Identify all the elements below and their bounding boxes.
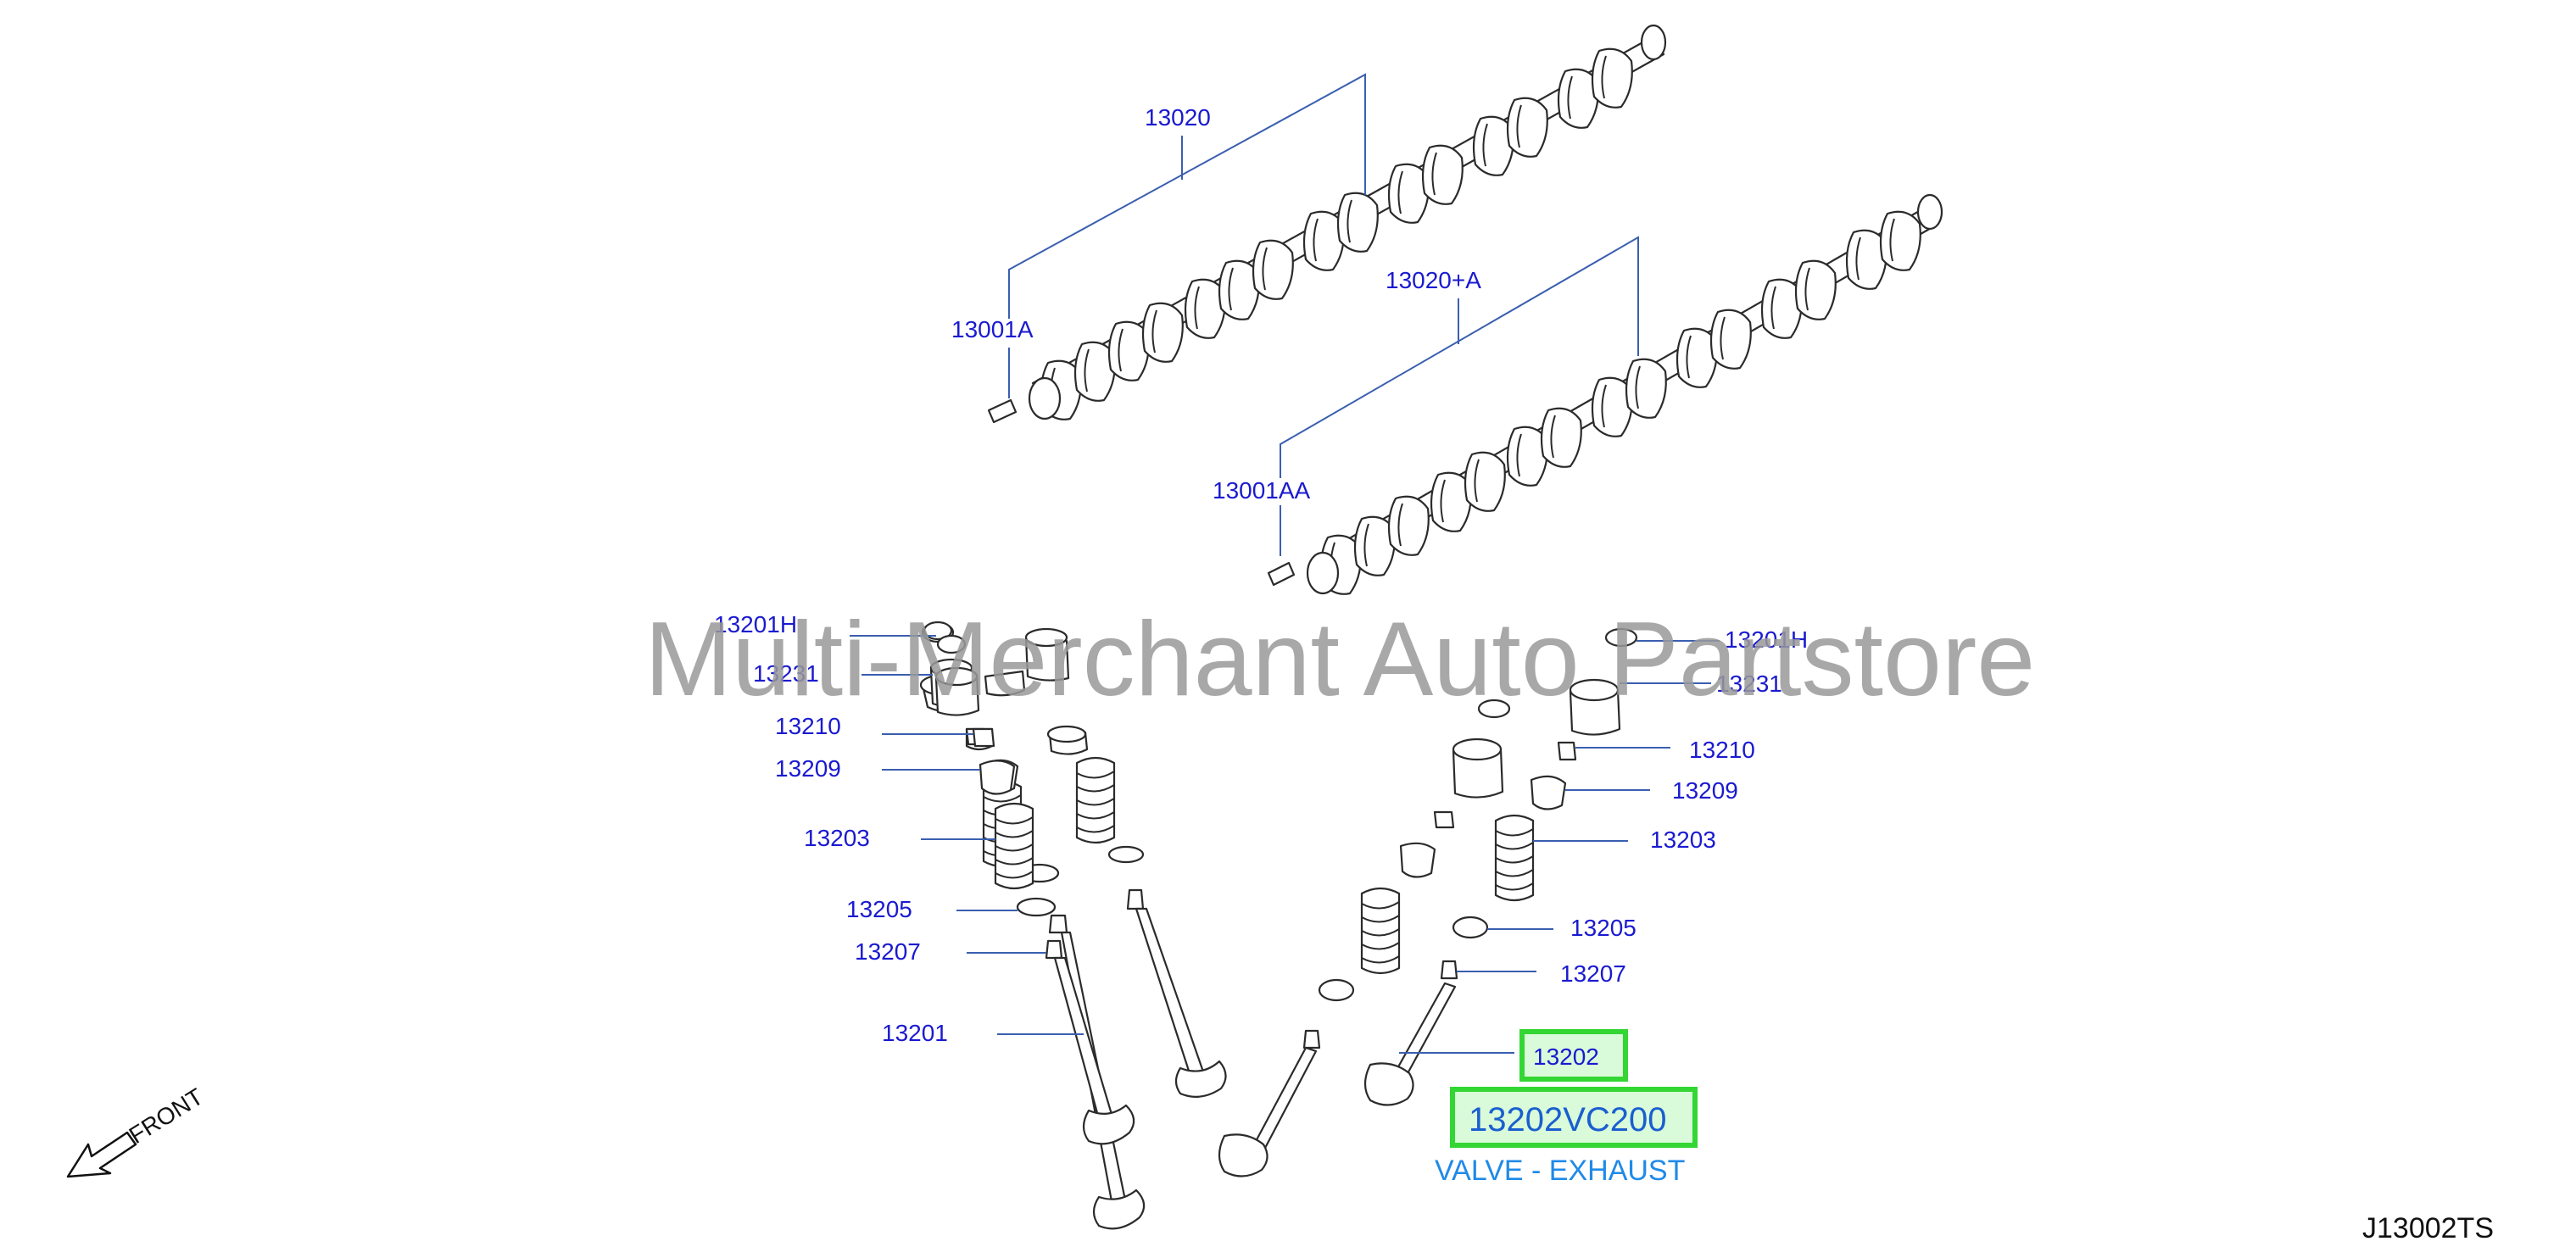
label-13205-right[interactable]: 13205 [1570, 915, 1636, 941]
part-description: VALVE - EXHAUST [1435, 1155, 1685, 1187]
valve-stack-right [1363, 627, 1638, 1106]
label-13001a[interactable]: 13001A [951, 316, 1034, 342]
label-13202[interactable]: 13202 [1533, 1044, 1599, 1070]
camshaft-upper [1028, 24, 1667, 420]
label-13207-right[interactable]: 13207 [1560, 960, 1626, 987]
label-13201-left[interactable]: 13201 [882, 1020, 948, 1046]
label-13001aa[interactable]: 13001AA [1213, 477, 1311, 504]
valve-stack-middle [1218, 699, 1511, 1177]
label-13209-left[interactable]: 13209 [775, 755, 841, 782]
part-number[interactable]: 13202VC200 [1469, 1101, 1667, 1138]
valve-stack-left-labelled [934, 634, 1135, 1145]
label-13203-right[interactable]: 13203 [1650, 827, 1716, 853]
label-13020-plus-a[interactable]: 13020+A [1386, 267, 1481, 293]
label-13203-left[interactable]: 13203 [804, 825, 870, 851]
label-13201h-left[interactable]: 13201H [714, 611, 797, 637]
leader-lines [850, 73, 1720, 1054]
label-13231-left[interactable]: 13231 [753, 660, 819, 687]
watermark: Multi-Merchant Auto Partstore [644, 601, 2035, 718]
label-13205-left[interactable]: 13205 [846, 896, 912, 922]
front-label: FRONT [125, 1083, 208, 1149]
label-13231-right[interactable]: 13231 [1716, 671, 1782, 697]
dowel-pin-upper [987, 398, 1018, 424]
callout-13202-highlight[interactable]: 13202 [1519, 1029, 1628, 1082]
front-indicator: FRONT [66, 1083, 208, 1178]
label-13210-right[interactable]: 13210 [1689, 737, 1755, 763]
part-number-highlight[interactable]: 13202VC200 [1450, 1087, 1698, 1148]
label-13209-right[interactable]: 13209 [1672, 777, 1738, 804]
front-arrow-icon [66, 1131, 137, 1178]
label-13207-left[interactable]: 13207 [855, 938, 921, 965]
diagram-reference: J13002TS [2362, 1212, 2494, 1244]
label-13020[interactable]: 13020 [1145, 104, 1211, 131]
dowel-pin-lower [1267, 561, 1296, 587]
label-13201h-right[interactable]: 13201H [1725, 626, 1808, 653]
label-13210-left[interactable]: 13210 [775, 713, 841, 739]
camshaft-lower [1306, 193, 1943, 595]
